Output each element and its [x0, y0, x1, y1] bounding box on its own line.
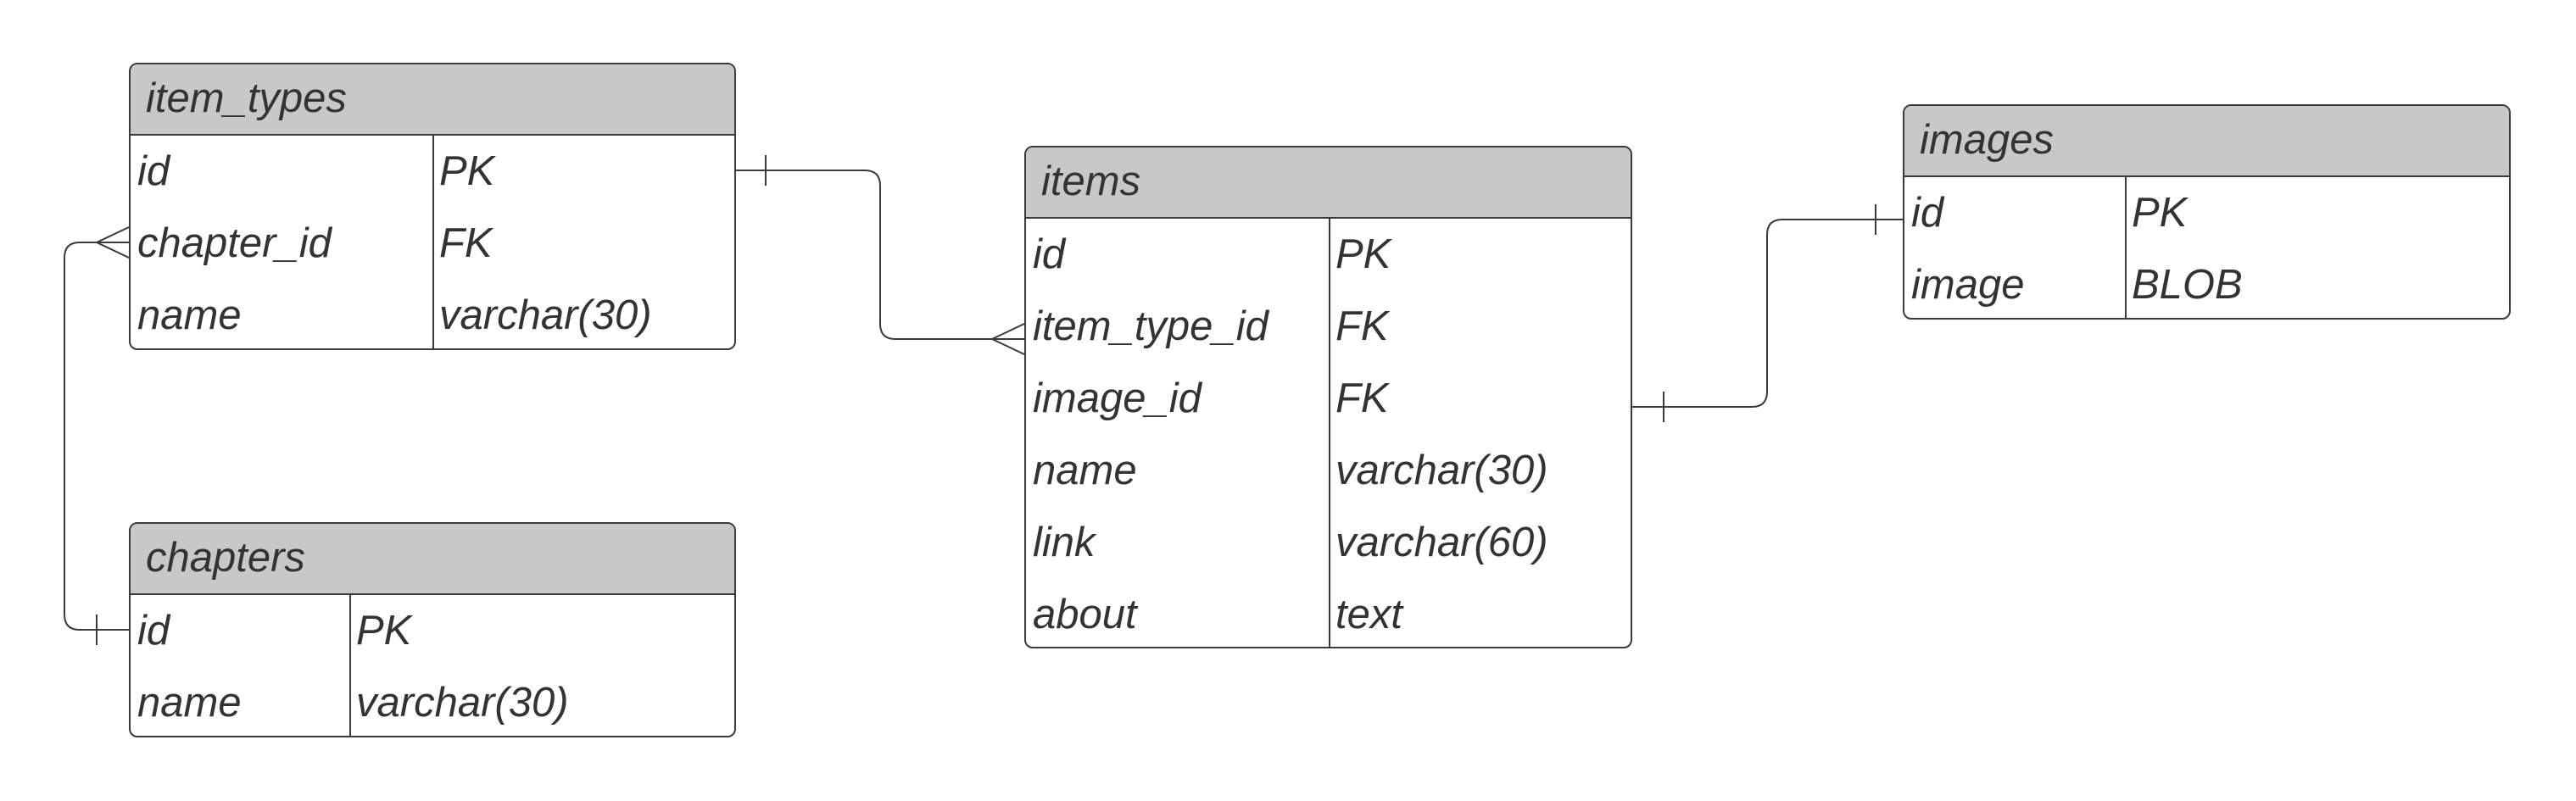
field-type: varchar(60): [1335, 520, 1548, 565]
field-name: name: [1033, 448, 1137, 493]
entity-body: id PK image BLOB: [1904, 177, 2509, 318]
crowfoot-marker: [991, 323, 1025, 340]
field-type: PK: [1335, 231, 1391, 277]
relationship-item-types-items[interactable]: [736, 155, 1025, 355]
field-type: varchar(30): [439, 292, 652, 338]
entity-row[interactable]: id PK: [131, 595, 734, 667]
entity-body: id PK name varchar(30): [131, 595, 734, 736]
field-name: name: [137, 292, 242, 338]
entity-row[interactable]: image_id FK: [1026, 363, 1631, 435]
field-name: chapter_id: [137, 220, 332, 266]
field-type: PK: [2132, 190, 2188, 236]
entity-row[interactable]: name varchar(30): [131, 667, 734, 736]
entity-body: id PK item_type_id FK image_id FK name v…: [1026, 219, 1631, 647]
crowfoot-marker: [96, 226, 130, 243]
column-divider: [432, 136, 434, 348]
field-type: BLOB: [2132, 262, 2243, 308]
entity-row[interactable]: chapter_id FK: [131, 208, 734, 280]
entity-title: chapters: [131, 524, 734, 595]
entity-title: images: [1904, 106, 2509, 177]
entity-item-types[interactable]: item_types id PK chapter_id FK name varc…: [129, 63, 736, 350]
field-name: id: [1033, 231, 1066, 277]
entity-title: items: [1026, 147, 1631, 219]
entity-row[interactable]: id PK: [1026, 219, 1631, 291]
field-type: PK: [439, 148, 495, 194]
relationship-items-images[interactable]: [1632, 204, 1903, 422]
entity-row[interactable]: id PK: [1904, 177, 2509, 249]
entity-title: item_types: [131, 64, 734, 136]
field-name: about: [1033, 592, 1137, 637]
entity-row[interactable]: about text: [1026, 579, 1631, 647]
field-type: FK: [1335, 375, 1389, 421]
entity-row[interactable]: item_type_id FK: [1026, 291, 1631, 363]
field-type: text: [1335, 592, 1402, 637]
field-type: FK: [1335, 303, 1389, 349]
entity-row[interactable]: name varchar(30): [131, 280, 734, 348]
entity-row[interactable]: id PK: [131, 136, 734, 208]
field-name: item_type_id: [1033, 303, 1268, 349]
field-name: link: [1033, 520, 1096, 565]
field-name: image: [1911, 262, 2025, 308]
column-divider: [2125, 177, 2127, 318]
entity-row[interactable]: name varchar(30): [1026, 435, 1631, 507]
entity-row[interactable]: image BLOB: [1904, 249, 2509, 318]
crowfoot-marker: [96, 242, 130, 259]
entity-body: id PK chapter_id FK name varchar(30): [131, 136, 734, 348]
field-name: image_id: [1033, 375, 1202, 421]
field-type: varchar(30): [356, 680, 569, 726]
crowfoot-marker: [991, 338, 1025, 355]
field-type: FK: [439, 220, 493, 266]
field-type: PK: [356, 608, 412, 654]
field-name: id: [137, 608, 170, 654]
entity-row[interactable]: link varchar(60): [1026, 507, 1631, 579]
column-divider: [349, 595, 351, 736]
column-divider: [1329, 219, 1330, 647]
field-name: name: [137, 680, 242, 726]
relationship-chapters-item-types[interactable]: [64, 226, 130, 645]
field-name: id: [137, 148, 170, 194]
entity-images[interactable]: images id PK image BLOB: [1903, 104, 2511, 320]
entity-items[interactable]: items id PK item_type_id FK image_id FK …: [1024, 146, 1632, 648]
field-name: id: [1911, 190, 1944, 236]
field-type: varchar(30): [1335, 448, 1548, 493]
entity-chapters[interactable]: chapters id PK name varchar(30): [129, 522, 736, 737]
